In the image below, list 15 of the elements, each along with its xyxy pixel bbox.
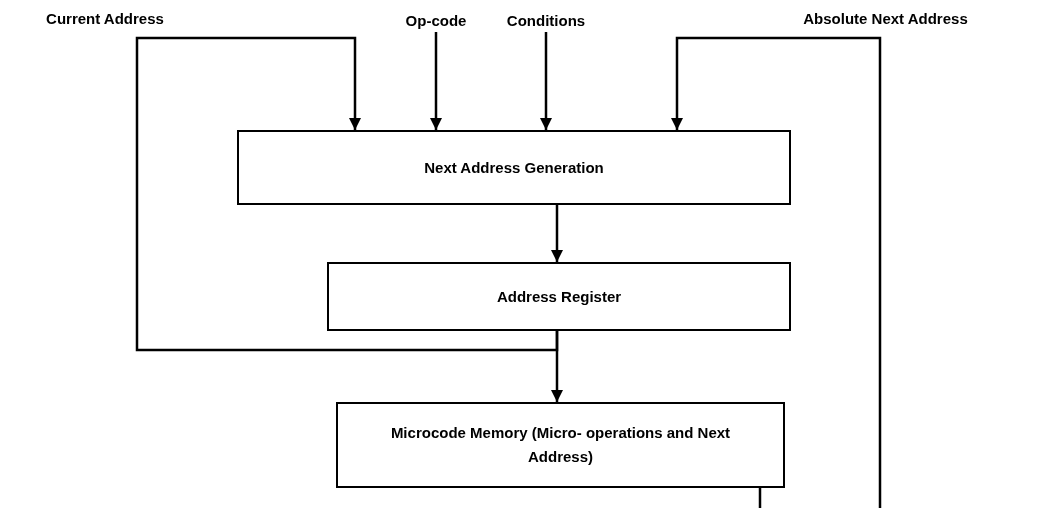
edge-label: Absolute Next Address	[803, 10, 968, 28]
process-box	[336, 402, 785, 488]
arrow	[539, 32, 553, 130]
box-label: Next Address Generation	[424, 157, 604, 178]
input-label: Conditions	[496, 10, 596, 32]
edge-label: Current Address	[46, 10, 164, 28]
box-label: Address Register	[496, 286, 622, 307]
process-box	[327, 262, 791, 331]
process-box	[237, 130, 791, 205]
arrow	[670, 36, 882, 508]
box-label: Microcode Memory (Micro- operations and Next Address)	[389, 423, 732, 467]
arrow	[550, 205, 564, 262]
arrow	[429, 32, 443, 130]
arrow	[135, 36, 559, 352]
input-label: Op-code	[396, 10, 476, 32]
